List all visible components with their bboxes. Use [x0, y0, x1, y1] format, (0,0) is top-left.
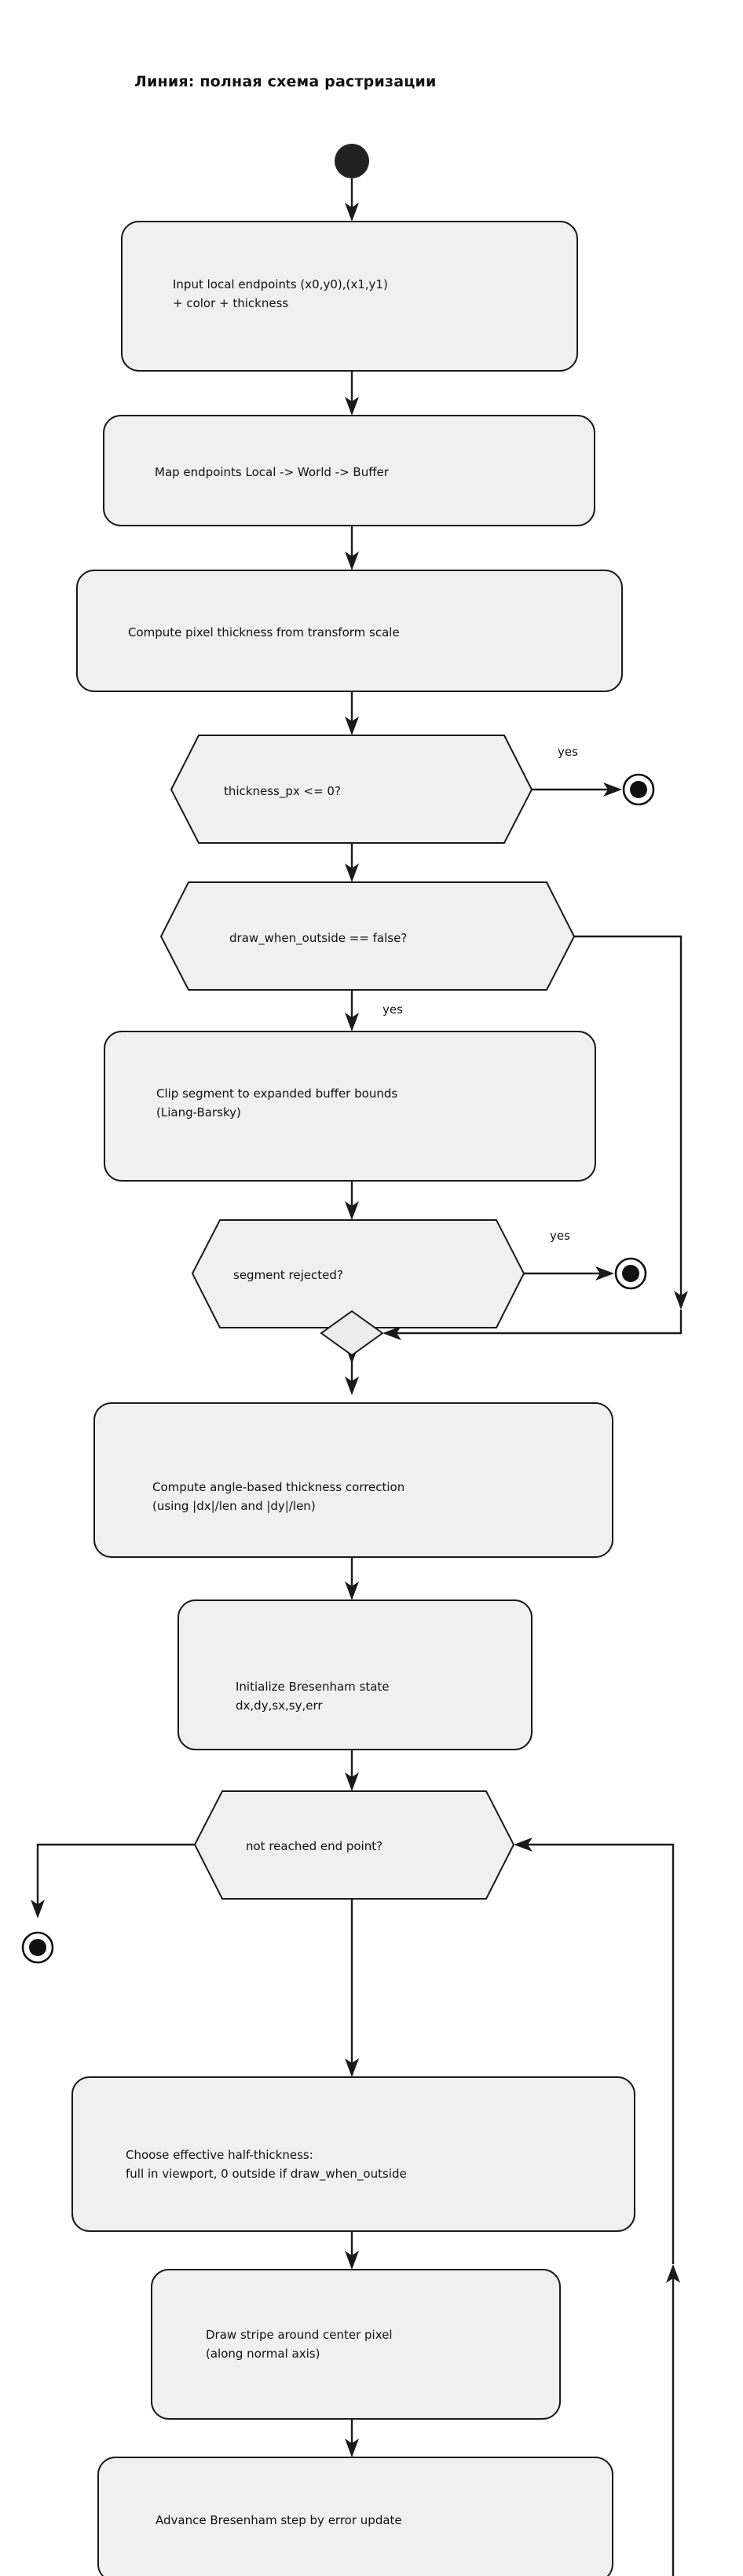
arrowhead-d3-to-end2: [595, 1266, 614, 1281]
node-clip-segment-line1: Clip segment to expanded buffer bounds: [156, 1086, 397, 1101]
arrowhead-loopback-into-d4: [514, 1838, 533, 1852]
start-node: [335, 144, 369, 178]
edge-loopback-to-d4: [526, 1843, 675, 2264]
arrowhead-d2-to-n4: [345, 1013, 359, 1031]
node-choose-half-thickness-line2: full in viewport, 0 outside if draw_when…: [126, 2167, 407, 2182]
node-input-endpoints-line1: Input local endpoints (x0,y0),(x1,y1): [173, 277, 388, 291]
decision-thickness-px-le-zero: [170, 735, 533, 844]
node-init-bresenham: [178, 1599, 533, 1750]
edge-label-d1-yes: yes: [558, 745, 578, 759]
arrowhead-n4-to-d3: [345, 1201, 359, 1220]
node-choose-half-thickness-line1: Choose effective half-thickness:: [126, 2148, 313, 2162]
node-init-bresenham-line1: Initialize Bresenham state: [236, 1680, 390, 1694]
node-init-bresenham-line2: dx,dy,sx,sy,err: [236, 1698, 323, 1713]
decision-not-reached-end-point-label: not reached end point?: [246, 1839, 382, 1853]
node-input-endpoints-line2: + color + thickness: [173, 296, 288, 310]
node-compute-pixel-thickness-line1: Compute pixel thickness from transform s…: [128, 625, 400, 639]
arrowhead-d4-to-n7: [345, 2058, 359, 2077]
node-advance-bresenham-line1: Advance Bresenham step by error update: [156, 2513, 402, 2527]
edge-loopback-segment: [672, 2277, 675, 2576]
decision-draw-when-outside-label: draw_when_outside == false?: [229, 931, 407, 946]
arrowhead-loopback-up: [666, 2264, 680, 2283]
node-draw-stripe: [151, 2269, 561, 2420]
arrowhead-d2-bypass-down: [674, 1291, 688, 1310]
edge-d2-bypass-into-merge: [395, 1310, 683, 1335]
edge-label-d2-yes: yes: [382, 1002, 403, 1017]
node-choose-half-thickness: [71, 2076, 635, 2232]
node-clip-segment-line2: (Liang-Barsky): [156, 1105, 241, 1119]
decision-draw-when-outside: [159, 881, 576, 991]
node-angle-thickness-correction-line1: Compute angle-based thickness correction: [152, 1480, 404, 1494]
node-draw-stripe-line1: Draw stripe around center pixel: [206, 2328, 393, 2342]
decision-segment-rejected-label: segment rejected?: [233, 1268, 343, 1282]
end-node-thickness-reject-core: [630, 781, 647, 798]
arrowhead-start-to-n1: [345, 203, 359, 222]
edge-label-d3-yes: yes: [550, 1229, 570, 1243]
arrowhead-n1-to-n2: [345, 397, 359, 416]
edge-d4-to-end3: [36, 1843, 195, 1906]
arrowhead-merge-to-n5: [345, 1376, 359, 1395]
arrowhead-n8-to-n9: [345, 2439, 359, 2457]
node-draw-stripe-line2: (along normal axis): [206, 2347, 320, 2361]
arrowhead-n6-to-d4: [345, 1772, 359, 1791]
arrowhead-d1-to-end1: [603, 782, 622, 797]
arrowhead-n3-to-d1: [345, 716, 359, 735]
arrowhead-d1-to-d2: [345, 863, 359, 882]
node-map-endpoints: [103, 415, 595, 526]
decision-segment-rejected: [191, 1219, 525, 1328]
edge-d2-bypass-to-merge: [574, 935, 683, 1297]
node-advance-bresenham: [97, 2457, 613, 2576]
arrowhead-n7-to-n8: [345, 2251, 359, 2270]
node-clip-segment: [104, 1031, 596, 1182]
end-node-loop-finished-core: [29, 1939, 46, 1956]
node-map-endpoints-line1: Map endpoints Local -> World -> Buffer: [155, 465, 390, 479]
arrowhead-n5-to-n6: [345, 1581, 359, 1600]
arrowhead-n2-to-n3: [345, 551, 359, 570]
page-title: Линия: полная схема растризации: [134, 73, 437, 90]
decision-thickness-px-le-zero-label: thickness_px <= 0?: [224, 784, 341, 799]
node-angle-thickness-correction-line2: (using |dx|/len and |dy|/len): [152, 1499, 316, 1513]
node-compute-pixel-thickness: [76, 570, 623, 692]
node-angle-thickness-correction: [93, 1402, 613, 1558]
end-node-segment-rejected-core: [622, 1265, 639, 1282]
arrowhead-d4-to-end3: [31, 1900, 45, 1918]
node-input-endpoints: [121, 221, 578, 372]
arrowhead-d2-bypass-to-merge: [382, 1326, 401, 1340]
